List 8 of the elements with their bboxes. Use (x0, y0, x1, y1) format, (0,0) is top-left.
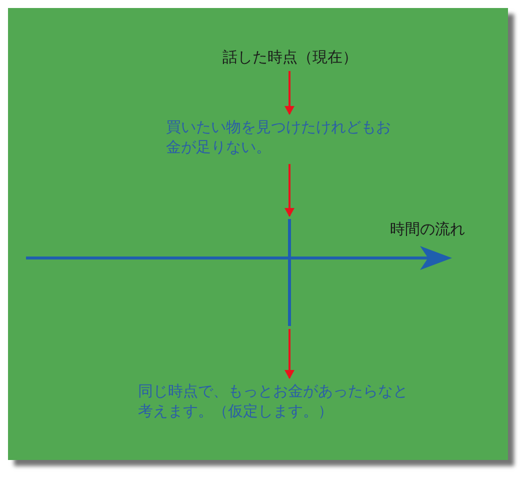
arrow (284, 71, 294, 115)
time-marker-bar (288, 219, 291, 326)
time-point-label: 話した時点（現在） (214, 46, 366, 68)
situation-text: 買いたい物を見つけたけれどもお金が足りない。 (166, 117, 394, 161)
axis-label: 時間の流れ (390, 219, 465, 240)
hypothesis-text: 同じ時点で、もっとお金があったらなと考えます。（仮定します。） (138, 381, 412, 425)
arrow (284, 329, 294, 379)
arrow (284, 164, 294, 217)
